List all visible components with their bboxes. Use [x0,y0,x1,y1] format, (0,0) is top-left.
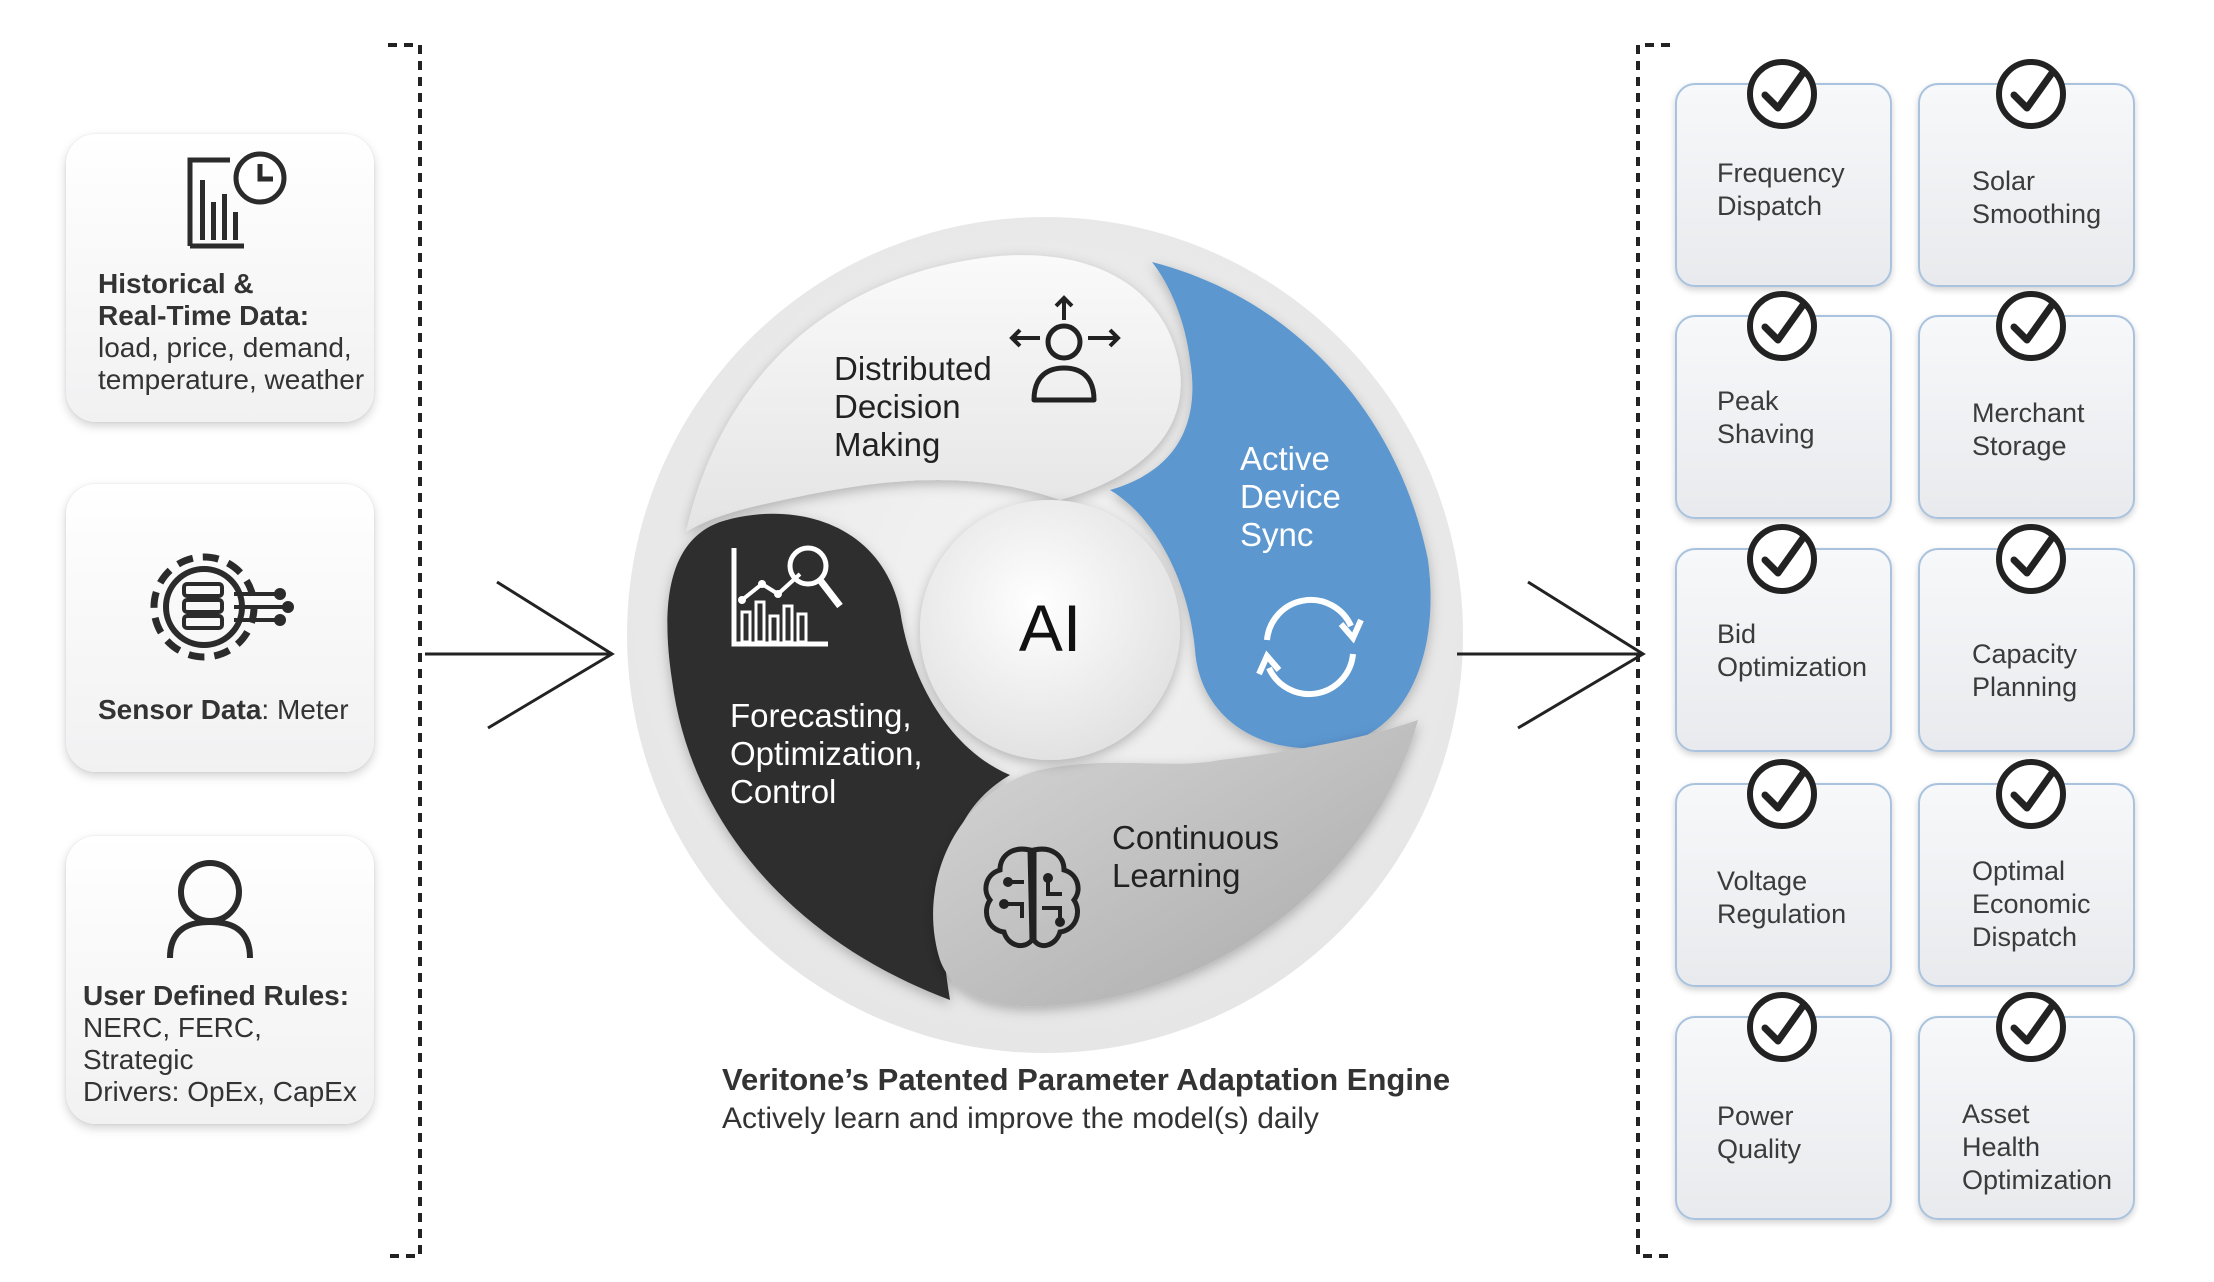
output-tile-label: Capacity Planning [1972,639,2078,702]
output-tile-label: Bid Optimization [1717,619,1868,682]
engine-caption-title: Veritone’s Patented Parameter Adaptation… [722,1062,1451,1097]
output-tile: Capacity Planning [1918,524,2135,752]
distributed-label: Distributed Decision Making [834,350,992,463]
historical-detail-1: load, price, demand, [98,332,352,363]
output-tile: Optimal Economic Dispatch [1918,759,2135,987]
output-tile: Solar Smoothing [1918,59,2135,287]
output-tile-label: Peak Shaving [1717,386,1815,449]
engine-caption-subtitle: Actively learn and improve the model(s) … [722,1102,1319,1135]
checkmark-icon [1747,759,1817,829]
segment-forecasting [667,513,1010,1000]
historical-title-1: Historical & [98,268,254,299]
rules-detail-1: NERC, FERC, Strategic [83,1012,262,1075]
analytics-chart-icon [731,545,843,647]
sync-arrows-icon [1256,596,1364,698]
gear-server-icon [150,553,294,661]
checkmark-icon [1747,291,1817,361]
checkmark-icon [1996,992,2066,1062]
output-tile-label: Voltage Regulation [1717,866,1847,929]
ai-label: AI [1018,591,1082,665]
output-tile-label: Merchant Storage [1972,398,2085,461]
output-tile: Voltage Regulation [1675,759,1892,987]
segment-active-sync [1110,262,1431,749]
brain-circuit-icon [983,846,1081,949]
output-tile: Peak Shaving [1675,291,1892,519]
checkmark-icon [1996,59,2066,129]
chart-clock-icon [187,151,287,249]
historical-data-card: Historical & Real-Time Data: load, price… [66,134,374,422]
forecasting-label: Forecasting, Optimization, Control [730,697,923,810]
output-tile-label: Optimal Economic Dispatch [1972,856,2091,952]
sensor-detail: : Meter [261,694,349,725]
historical-detail-2: temperature, weather [98,364,365,395]
rules-detail-2: Drivers: OpEx, CapEx [83,1076,357,1107]
checkmark-icon [1996,524,2066,594]
checkmark-icon [1747,59,1817,129]
ai-center-circle [920,500,1180,760]
sensor-data-card: Sensor Data: Meter [66,484,374,772]
historical-title-2: Real-Time Data: [98,300,310,331]
output-tile-label: Asset Health Optimization [1962,1099,2113,1195]
output-tile: Frequency Dispatch [1675,59,1892,287]
checkmark-icon [1996,291,2066,361]
output-tile-label: Solar Smoothing [1972,166,2102,229]
user-icon [167,860,253,959]
checkmark-icon [1747,524,1817,594]
output-tile: Asset Health Optimization [1918,992,2135,1220]
checkmark-icon [1996,759,2066,829]
learning-label: Continuous Learning [1112,819,1279,894]
rules-title: User Defined Rules: [83,980,350,1011]
output-tile-label: Frequency Dispatch [1717,158,1845,221]
output-tile: Bid Optimization [1675,524,1892,752]
output-tile-label: Power Quality [1717,1101,1802,1164]
sensor-title: Sensor Data [98,694,262,725]
decision-person-icon [1009,295,1121,403]
active-sync-label: Active Device Sync [1240,440,1341,553]
checkmark-icon [1747,992,1817,1062]
segment-learning [933,720,1418,1007]
output-tile: Power Quality [1675,992,1892,1220]
user-rules-card: User Defined Rules: NERC, FERC, Strategi… [66,836,374,1124]
output-tile: Merchant Storage [1918,291,2135,519]
segment-distributed [686,255,1181,532]
